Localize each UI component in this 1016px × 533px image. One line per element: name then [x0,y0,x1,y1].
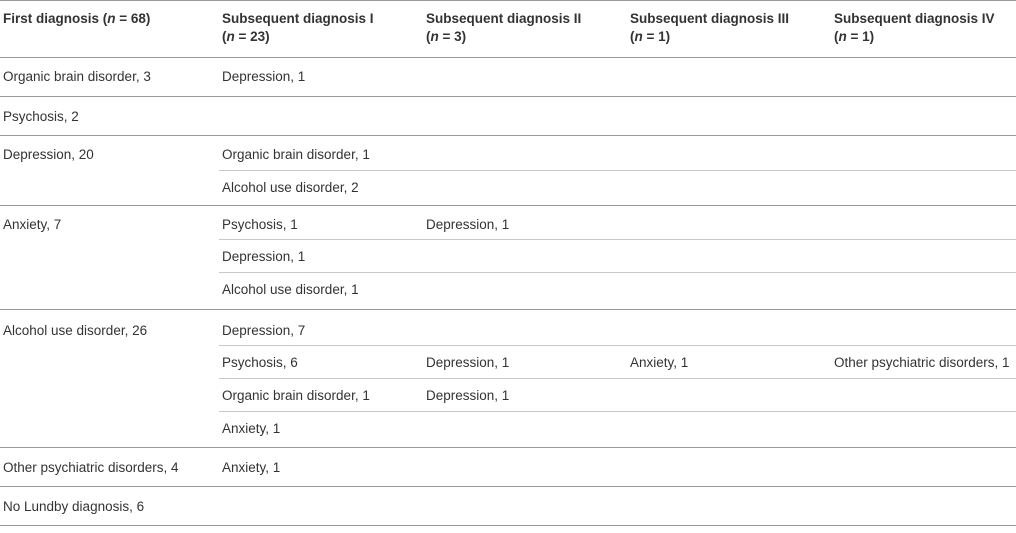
subsequent-1-cell: Psychosis, 6 [219,345,423,379]
table-row: Depression, 1 [0,239,1016,273]
first-diagnosis-cell: Other psychiatric disorders, 4 [3,460,179,475]
subsequent-4-cell [831,97,1016,136]
subsequent-3-cell [627,448,831,487]
subsequent-2-cell [423,273,627,310]
first-diagnosis-cell: Depression, 20 [3,147,94,162]
subsequent-1-cell: Anxiety, 1 [222,421,281,436]
table-row: Anxiety, 1 [0,412,1016,448]
first-diagnosis-cell: No Lundby diagnosis, 6 [3,499,145,514]
subsequent-2-cell: Depression, 1 [423,345,627,379]
header-subsequent-4: Subsequent diagnosis IV(n = 1) [834,11,995,44]
subsequent-4-cell [831,239,1016,273]
header-subsequent-1: Subsequent diagnosis I(n = 23) [222,11,374,44]
subsequent-4-cell [831,58,1016,97]
first-diagnosis-cell: Organic brain disorder, 3 [3,69,151,84]
subsequent-3-cell [627,58,831,97]
subsequent-1-cell: Depression, 1 [222,69,306,84]
subsequent-2-cell [423,171,627,206]
subsequent-1-cell: Alcohol use disorder, 2 [222,180,359,195]
table-row: Psychosis, 2 [0,97,1016,136]
subsequent-4-cell [831,487,1016,526]
table-row: Anxiety, 7 Psychosis, 1 Depression, 1 [0,205,1016,240]
subsequent-3-cell [627,239,831,273]
subsequent-1-cell: Depression, 7 [219,309,423,346]
table-row: Alcohol use disorder, 26 Depression, 7 [0,309,1016,346]
table-row: No Lundby diagnosis, 6 [0,487,1016,526]
subsequent-1-cell: Depression, 1 [219,239,423,273]
subsequent-2-cell [423,97,627,136]
subsequent-3-cell [627,273,831,310]
subsequent-4-cell [831,448,1016,487]
subsequent-4-cell [831,412,1016,448]
subsequent-2-cell [423,58,627,97]
table-row: Organic brain disorder, 1 Depression, 1 [0,378,1016,412]
subsequent-2-cell: Depression, 1 [423,205,627,240]
subsequent-4-cell [831,273,1016,310]
subsequent-1-cell: Organic brain disorder, 1 [219,378,423,412]
subsequent-4-cell [831,135,1016,171]
table-row: Alcohol use disorder, 2 [0,171,1016,206]
subsequent-1-cell: Anxiety, 1 [222,460,281,475]
subsequent-2-cell [423,487,627,526]
header-first-diagnosis: First diagnosis (n = 68) [3,11,151,26]
subsequent-3-cell [627,135,831,171]
subsequent-1-cell [219,97,423,136]
subsequent-1-cell: Psychosis, 1 [219,205,423,240]
subsequent-2-cell [423,135,627,171]
table-row: Alcohol use disorder, 1 [0,273,1016,310]
subsequent-3-cell [627,171,831,206]
subsequent-4-cell [831,309,1016,346]
subsequent-4-cell: Other psychiatric disorders, 1 [831,345,1016,379]
first-diagnosis-cell: Psychosis, 2 [3,109,79,124]
subsequent-3-cell [627,309,831,346]
subsequent-2-cell: Depression, 1 [423,378,627,412]
subsequent-4-cell [831,171,1016,206]
table-row: Organic brain disorder, 3 Depression, 1 [0,58,1016,97]
subsequent-2-cell [423,448,627,487]
header-row: First diagnosis (n = 68) Subsequent diag… [0,0,1016,58]
subsequent-1-cell: Alcohol use disorder, 1 [222,282,359,297]
subsequent-2-cell [423,309,627,346]
subsequent-3-cell: Anxiety, 1 [627,345,831,379]
table-row: Depression, 20 Organic brain disorder, 1 [0,135,1016,171]
subsequent-3-cell [627,487,831,526]
first-diagnosis-cell: Alcohol use disorder, 26 [3,323,148,338]
subsequent-3-cell [627,378,831,412]
subsequent-3-cell [627,97,831,136]
header-subsequent-3: Subsequent diagnosis III(n = 1) [630,11,790,44]
subsequent-3-cell [627,412,831,448]
first-diagnosis-cell: Anxiety, 7 [3,217,62,232]
subsequent-4-cell [831,205,1016,240]
subsequent-4-cell [831,378,1016,412]
subsequent-2-cell [423,412,627,448]
subsequent-2-cell [423,239,627,273]
header-subsequent-2: Subsequent diagnosis II(n = 3) [426,11,582,44]
table-row: Psychosis, 6 Depression, 1 Anxiety, 1 Ot… [0,345,1016,379]
subsequent-1-cell: Organic brain disorder, 1 [219,135,423,171]
subsequent-1-cell [219,487,423,526]
subsequent-3-cell [627,205,831,240]
table-row: Other psychiatric disorders, 4 Anxiety, … [0,448,1016,487]
table-body: Organic brain disorder, 3 Depression, 1 … [0,58,1016,526]
